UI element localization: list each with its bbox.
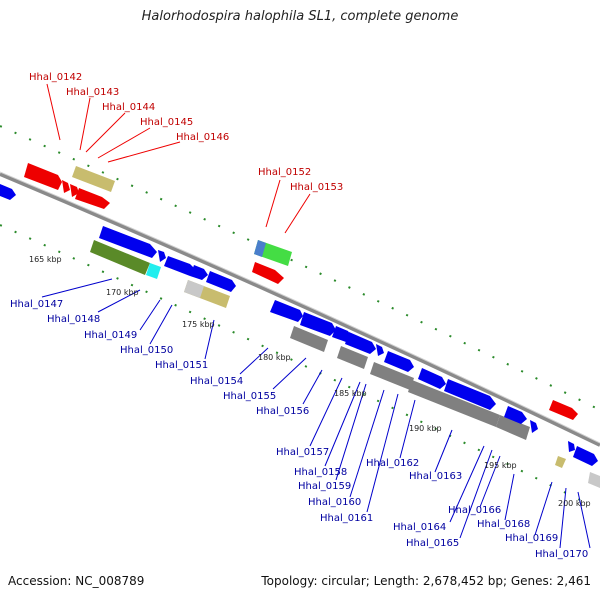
gene-label[interactable]: Hhal_0154 [190, 376, 243, 387]
gene-label[interactable]: Hhal_0169 [505, 533, 558, 544]
lower-strand-genes [0, 184, 600, 488]
gene-hhal-0144[interactable] [70, 184, 79, 197]
gene-hhal-0168[interactable] [555, 456, 566, 468]
gene-hhal-0148[interactable] [90, 240, 150, 275]
gene-label[interactable]: Hhal_0168 [477, 519, 530, 530]
gene-label[interactable]: Hhal_0150 [120, 345, 173, 356]
gene-hhal-0146[interactable] [72, 166, 115, 192]
gene-hhal-0147[interactable] [99, 226, 157, 258]
gene-hhal-0160[interactable] [376, 344, 384, 356]
kbp-tick-labels: 165 kbp 170 kbp 175 kbp 180 kbp 185 kbp … [29, 255, 591, 508]
genome-backbone [0, 172, 600, 447]
gene-label[interactable]: Hhal_0157 [276, 447, 329, 458]
upper-strand-genes [24, 163, 578, 420]
gene-label[interactable]: Hhal_0160 [308, 497, 361, 508]
gene-label[interactable]: Hhal_0165 [406, 538, 459, 549]
gene-label[interactable]: Hhal_0151 [155, 360, 208, 371]
gene-hhal-0167[interactable] [549, 400, 578, 420]
gene-hhal-0158[interactable] [345, 332, 376, 354]
tick-label: 180 kbp [258, 353, 291, 362]
gene-hhal-0166[interactable] [496, 415, 530, 440]
gene-left-edge [0, 184, 16, 200]
gene-label[interactable]: Hhal_0148 [47, 314, 100, 325]
gene-label[interactable]: Hhal_0162 [366, 458, 419, 469]
gene-hhal-0165[interactable] [408, 380, 500, 427]
gene-label[interactable]: Hhal_0153 [290, 182, 343, 193]
gene-hhal-0151-box-light [184, 280, 204, 298]
gene-hhal-0145[interactable] [75, 188, 110, 209]
gene-hhal-0170[interactable] [573, 446, 598, 466]
gene-label[interactable]: Hhal_0142 [29, 72, 82, 83]
gene-small-c [504, 406, 527, 424]
gene-label[interactable]: Hhal_0144 [102, 102, 155, 113]
tick-label: 170 kbp [106, 288, 139, 297]
tick-label: 165 kbp [29, 255, 62, 264]
gene-hhal-0150[interactable] [164, 256, 196, 276]
upper-gene-labels: Hhal_0142 Hhal_0143 Hhal_0144 Hhal_0145 … [29, 72, 343, 193]
tick-label: 190 kbp [409, 424, 442, 433]
gene-hhal-0154[interactable] [270, 300, 303, 322]
gene-label[interactable]: Hhal_0155 [223, 391, 276, 402]
genome-backbone-highlight [0, 171, 600, 444]
gene-label[interactable]: Hhal_0152 [258, 167, 311, 178]
gene-hhal-0151[interactable] [206, 271, 236, 292]
gene-label[interactable]: Hhal_0147 [10, 299, 63, 310]
gene-label[interactable]: Hhal_0166 [448, 505, 501, 516]
gene-hhal-0156[interactable] [290, 326, 328, 352]
gene-label[interactable]: Hhal_0146 [176, 132, 229, 143]
gene-hhal-0159[interactable] [337, 346, 368, 369]
gene-small-d [530, 420, 538, 433]
gene-label[interactable]: Hhal_0149 [84, 330, 137, 341]
gene-hhal-0162[interactable] [370, 362, 414, 390]
tick-label: 195 kbp [484, 461, 517, 470]
gene-label[interactable]: Hhal_0163 [409, 471, 462, 482]
gene-hhal-0164[interactable] [444, 379, 496, 410]
gene-hhal-0153[interactable] [252, 262, 284, 284]
upper-leader-lines [46, 83, 311, 234]
map-title: Halorhodospira halophila SL1, complete g… [141, 9, 459, 24]
genome-info-text: Topology: circular; Length: 2,678,452 bp… [261, 574, 591, 588]
gene-label[interactable]: Hhal_0164 [393, 522, 446, 533]
tick-label: 185 kbp [334, 389, 367, 398]
gene-small-a [158, 250, 166, 262]
inner-dotted-track [0, 224, 581, 501]
gene-label[interactable]: Hhal_0159 [298, 481, 351, 492]
gene-small-b [190, 265, 208, 280]
gene-label[interactable]: Hhal_0158 [294, 467, 347, 478]
gene-hhal-0149[interactable] [146, 263, 161, 279]
gene-hhal-0142[interactable] [24, 163, 62, 190]
tick-label: 175 kbp [182, 320, 215, 329]
lower-gene-labels: Hhal_0147 Hhal_0148 Hhal_0149 Hhal_0150 … [10, 299, 588, 560]
gene-hhal-0152-part [254, 240, 266, 257]
lower-leader-lines [41, 278, 591, 549]
gene-label[interactable]: Hhal_0156 [256, 406, 309, 417]
gene-label[interactable]: Hhal_0143 [66, 87, 119, 98]
gene-label[interactable]: Hhal_0161 [320, 513, 373, 524]
gene-hhal-0163[interactable] [418, 368, 446, 389]
gene-hhal-0143[interactable] [62, 180, 70, 193]
gene-label[interactable]: Hhal_0145 [140, 117, 193, 128]
gene-label[interactable]: Hhal_0170 [535, 549, 588, 560]
gene-hhal-0155[interactable] [300, 312, 336, 336]
gene-right-edge [588, 472, 600, 488]
gene-hhal-0169[interactable] [568, 441, 575, 452]
tick-label: 200 kbp [558, 499, 591, 508]
accession-text: Accession: NC_008789 [8, 574, 145, 588]
gene-hhal-0161[interactable] [384, 351, 414, 372]
